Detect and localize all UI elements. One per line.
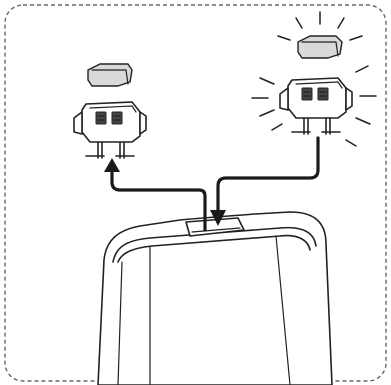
new-cap [297, 35, 343, 59]
new-connector [279, 77, 353, 135]
device-body [97, 211, 333, 385]
removed-connector [73, 101, 147, 159]
insert-arrow [210, 136, 320, 226]
removed-cap [87, 63, 133, 87]
remove-arrow [104, 158, 207, 232]
highlight-rays [251, 11, 377, 147]
